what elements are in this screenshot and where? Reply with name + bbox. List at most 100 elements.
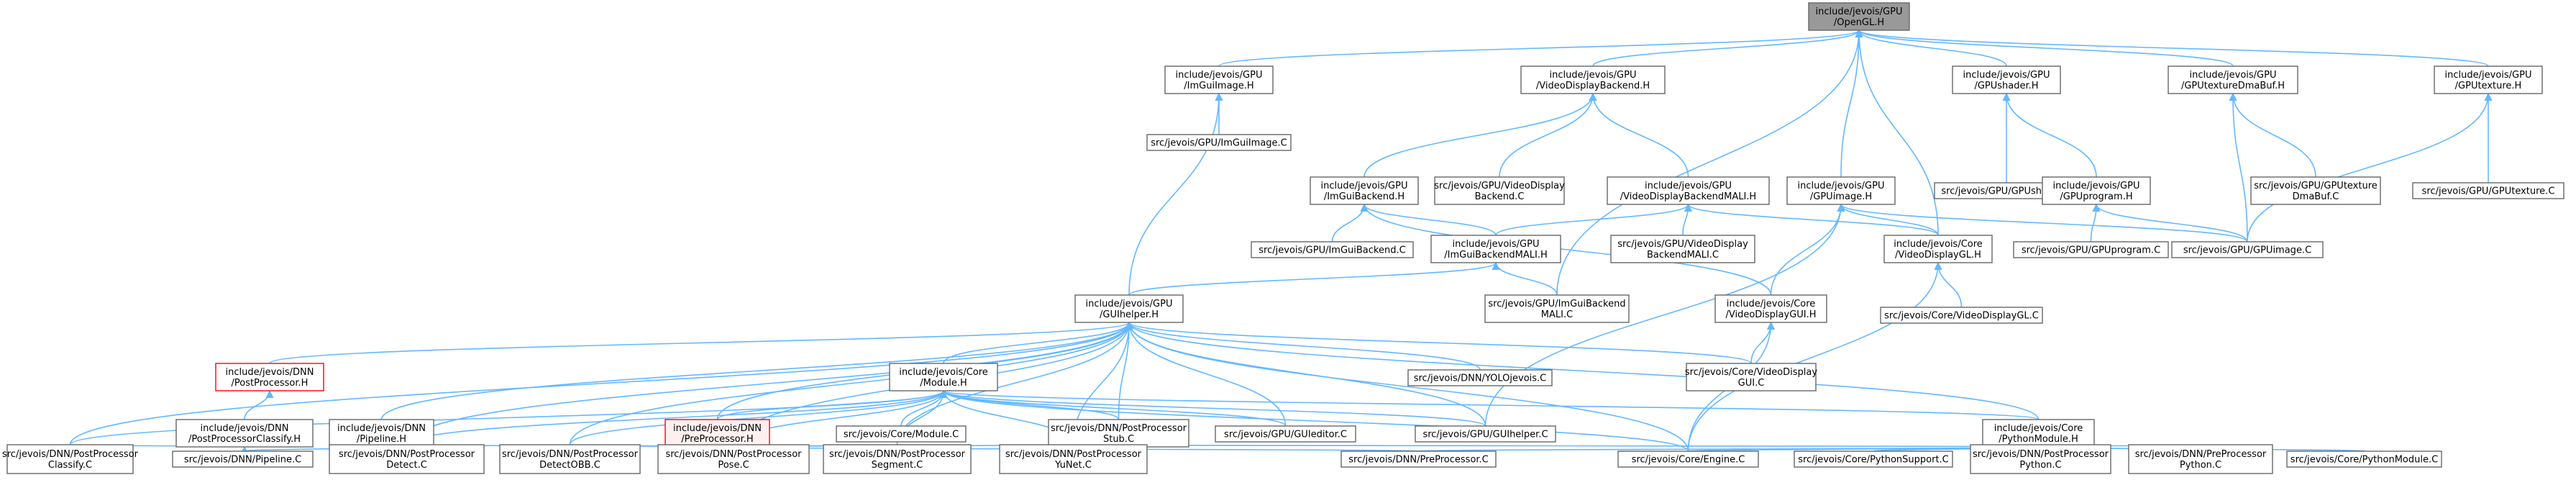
node-box — [329, 419, 434, 448]
node-yolojevois-c[interactable]: src/jevois/DNN/YOLOjevois.C — [1407, 369, 1553, 386]
node-box — [1251, 241, 1414, 258]
node-vdbmali-h[interactable]: include/jevois/GPU/VideoDisplayBackendMA… — [1607, 176, 1770, 205]
node-vdb-h[interactable]: include/jevois/GPU/VideoDisplayBackend.H — [1520, 65, 1666, 94]
node-guihelper-h[interactable]: include/jevois/GPU/GUIhelper.H — [1074, 294, 1184, 323]
node-vdgl-c[interactable]: src/jevois/Core/VideoDisplayGL.C — [1880, 307, 2043, 324]
edge-vdb-c-to-vdb-h — [1499, 92, 1597, 178]
node-gputexdma-c[interactable]: src/jevois/GPU/GPUtextureDmaBuf.C — [2250, 176, 2381, 205]
node-vdgui-h[interactable]: include/jevois/Core/VideoDisplayGUI.H — [1714, 294, 1827, 323]
edge-ppclassify-c-to-guihelper-h — [69, 321, 1133, 445]
node-label: src/jevois/Core/VideoDisplayGL.C — [1884, 311, 2039, 322]
edge-gputexdma-c-to-gputexdma-h — [2229, 92, 2316, 178]
edge-gpuprogram-c-to-gpuprogram-h — [2090, 203, 2101, 243]
node-gpuimage-c[interactable]: src/jevois/GPU/GPUimage.C — [2171, 241, 2324, 258]
edge-pipeline-h-to-guihelper-h — [380, 321, 1133, 420]
node-box — [175, 419, 314, 448]
node-label: include/jevois/GPU — [1798, 181, 1885, 191]
node-label: src/jevois/GPU/GPUprogram.C — [2022, 245, 2160, 256]
node-guihelper-c[interactable]: src/jevois/GPU/GUIhelper.C — [1415, 425, 1556, 443]
node-vdgui-c[interactable]: src/jevois/Core/VideoDisplayGUI.C — [1685, 363, 1817, 391]
node-engine-c[interactable]: src/jevois/Core/Engine.C — [1617, 450, 1759, 468]
node-box — [1880, 307, 2043, 324]
node-pipeline-h[interactable]: include/jevois/DNN/Pipeline.H — [329, 419, 434, 448]
node-box — [2168, 65, 2298, 94]
node-label: DmaBuf.C — [2293, 191, 2339, 202]
node-pythonsupport-c[interactable]: src/jevois/Core/PythonSupport.C — [1794, 450, 1953, 468]
node-label: src/jevois/DNN/PostProcessor — [829, 449, 966, 460]
node-gpushader-h[interactable]: include/jevois/GPU/GPUshader.H — [1952, 65, 2061, 94]
node-box — [1607, 176, 1770, 205]
file-nodes: include/jevois/GPU/OpenGL.H include/jevoi… — [2, 2, 2564, 474]
node-gputexture-c[interactable]: src/jevois/GPU/GPUtexture.C — [2412, 182, 2564, 199]
edge-vdgl-h-to-opengl — [1855, 29, 1939, 236]
node-box — [823, 444, 972, 474]
edge-ppdetectobb-c-to-module-h — [569, 389, 948, 445]
node-pythonmodule-c[interactable]: src/jevois/Core/PythonModule.C — [2286, 450, 2442, 468]
node-imguiimage-h[interactable]: include/jevois/GPU/ImGuiImage.H — [1164, 65, 1274, 94]
node-label: src/jevois/DNN/PostProcessor — [2, 449, 139, 460]
node-gpuprogram-c[interactable]: src/jevois/GPU/GPUprogram.C — [2013, 241, 2169, 258]
edge-engine-c-to-guihelper-h — [1125, 321, 1689, 452]
node-opengl[interactable]: include/jevois/GPU/OpenGL.H — [1808, 2, 1910, 31]
node-box — [664, 419, 770, 448]
node-pythonmodule-h[interactable]: include/jevois/Core/PythonModule.H — [1982, 419, 2095, 448]
node-label: include/jevois/GPU — [2445, 70, 2532, 81]
node-imguibackend-h[interactable]: include/jevois/GPU/ImGuiBackend.H — [1310, 176, 1419, 205]
node-box — [2013, 241, 2169, 258]
node-pipeline-c[interactable]: src/jevois/DNN/Pipeline.C — [172, 450, 314, 468]
node-label: /GPUimage.H — [1810, 191, 1872, 202]
node-box — [1520, 65, 1666, 94]
node-vdbmali-c[interactable]: src/jevois/GPU/VideoDisplayBackendMALI.C — [1610, 235, 1755, 263]
node-label: /ImGuiBackendMALI.H — [1444, 250, 1547, 261]
node-postprocessor-h[interactable]: include/jevois/DNN/PostProcessor.H — [215, 363, 324, 391]
node-module-h[interactable]: include/jevois/Core/Module.H — [889, 363, 998, 391]
node-label: BackendMALI.C — [1647, 250, 1719, 261]
node-module-c[interactable]: src/jevois/Core/Module.C — [836, 425, 967, 443]
node-gputexdma-h[interactable]: include/jevois/GPU/GPUtextureDmaBuf.H — [2168, 65, 2298, 94]
node-box — [1982, 419, 2095, 448]
edge-imguibackendmali-c-to-imguibackendmali-h — [1492, 261, 1558, 296]
node-imguibackendmali-c[interactable]: src/jevois/GPU/ImGuiBackendMALI.C — [1484, 294, 1630, 323]
node-box — [1434, 176, 1565, 205]
node-box — [1610, 235, 1755, 263]
edge-vdgl-h-to-gpuimage-h — [1837, 203, 1939, 236]
node-label: /GPUtextureDmaBuf.H — [2181, 81, 2285, 91]
node-label: src/jevois/DNN/PostProcessor — [665, 449, 802, 460]
node-guieditor-c[interactable]: src/jevois/GPU/GUIeditor.C — [1215, 425, 1356, 443]
node-label: src/jevois/DNN/Pipeline.C — [184, 455, 301, 466]
node-vdb-c[interactable]: src/jevois/GPU/VideoDisplayBackend.C — [1434, 176, 1565, 205]
node-label: include/jevois/GPU — [1086, 299, 1173, 309]
node-gpuimage-h[interactable]: include/jevois/GPU/GPUimage.H — [1786, 176, 1896, 205]
node-box — [1430, 235, 1561, 263]
node-vdgl-h[interactable]: include/jevois/Core/VideoDisplayGL.H — [1883, 235, 1993, 263]
edge-vdgl-h-to-vdbmali-h — [1684, 203, 1939, 236]
edge-gputexture-h-to-opengl — [1855, 29, 2489, 67]
node-preprocessor-h[interactable]: include/jevois/DNN/PreProcessor.H — [664, 419, 770, 448]
node-gpuprogram-h[interactable]: include/jevois/GPU/GPUprogram.H — [2042, 176, 2151, 205]
node-ppclassify-h[interactable]: include/jevois/DNN/PostProcessorClassify… — [175, 419, 314, 448]
node-imguibackendmali-h[interactable]: include/jevois/GPU/ImGuiBackendMALI.H — [1430, 235, 1561, 263]
node-imguibackend-c[interactable]: src/jevois/GPU/ImGuiBackend.C — [1251, 241, 1414, 258]
node-label: /ImGuiImage.H — [1184, 81, 1253, 91]
node-label: src/jevois/DNN/PreProcessor — [2135, 449, 2267, 460]
node-gputexture-h[interactable]: include/jevois/GPU/GPUtexture.H — [2434, 65, 2543, 94]
node-ppclassify-c[interactable]: src/jevois/DNN/PostProcessorClassify.C — [2, 444, 139, 474]
node-label: src/jevois/Core/PythonSupport.C — [1798, 455, 1949, 466]
edge-vdb-h-to-opengl — [1592, 29, 1863, 67]
node-label: MALI.C — [1541, 309, 1573, 320]
node-label: src/jevois/DNN/PostProcessor — [1005, 449, 1142, 460]
edge-vdgl-c-to-vdgl-h — [1934, 261, 1963, 308]
node-label: include/jevois/GPU — [1453, 239, 1540, 250]
edge-engine-c-to-module-h — [939, 389, 1689, 452]
node-preprocessor-c[interactable]: src/jevois/DNN/PreProcessor.C — [1340, 450, 1497, 468]
node-imguiimage-c[interactable]: src/jevois/GPU/ImGuiImage.C — [1146, 134, 1292, 151]
